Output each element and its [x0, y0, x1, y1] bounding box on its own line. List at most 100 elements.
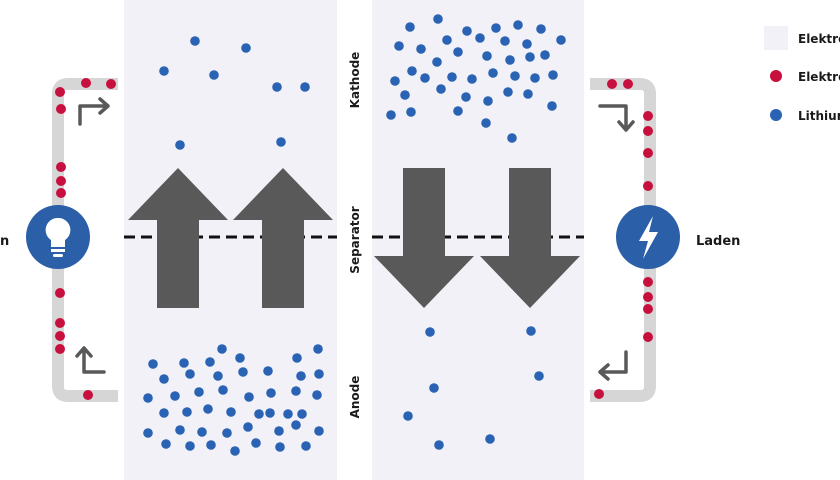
- lithium-ion-dot: [265, 408, 275, 418]
- lithium-ion-dot: [300, 82, 310, 92]
- arrow-up-1: [128, 168, 228, 308]
- lithium-ion-dot: [406, 107, 416, 117]
- lithium-ion-dot: [525, 52, 535, 62]
- lithium-ion-dot: [266, 388, 276, 398]
- lithium-ion-dot: [483, 96, 493, 106]
- legend-label-electrolyte: Elektro: [798, 32, 840, 46]
- lithium-ion-dot: [461, 92, 471, 102]
- current-direction-arrows: [75, 97, 635, 381]
- lithium-ion-dot: [206, 440, 216, 450]
- lithium-ion-dot: [175, 140, 185, 150]
- lithium-ion-dot: [447, 72, 457, 82]
- electron-dot: [643, 148, 653, 158]
- lithium-ions: [143, 14, 566, 456]
- arrow-up-2: [233, 168, 333, 308]
- lithium-ion-dot: [505, 55, 515, 65]
- arrow-down-3: [374, 168, 474, 308]
- lithium-ion-dot: [420, 73, 430, 83]
- lithium-ion-dot: [522, 39, 532, 49]
- lithium-ion-dot: [400, 90, 410, 100]
- anode-label: Anode: [348, 376, 362, 419]
- lithium-ion-dot: [526, 326, 536, 336]
- lithium-ion-dot: [243, 422, 253, 432]
- legend-swatch-electron: [770, 70, 782, 82]
- electron-dot: [643, 181, 653, 191]
- lithium-ion-dot: [548, 70, 558, 80]
- lithium-ion-dot: [254, 409, 264, 419]
- lithium-ion-dot: [301, 441, 311, 451]
- lithium-ion-dot: [161, 439, 171, 449]
- electron-dot: [643, 277, 653, 287]
- electron-dot: [55, 344, 65, 354]
- lithium-ion-dot: [291, 420, 301, 430]
- lithium-ion-dot: [159, 374, 169, 384]
- lithium-ion-dot: [534, 371, 544, 381]
- legend-swatch-electrolyte: [764, 26, 788, 50]
- lithium-ion-dot: [272, 82, 282, 92]
- lithium-ion-dot: [143, 428, 153, 438]
- lithium-ion-dot: [513, 20, 523, 30]
- lithium-ion-dot: [434, 440, 444, 450]
- electron-dot: [56, 104, 66, 114]
- lithium-ion-dot: [194, 387, 204, 397]
- lithium-ion-dot: [314, 426, 324, 436]
- legend-label-lithium: Lithium: [798, 109, 840, 123]
- lithium-ion-dot: [182, 407, 192, 417]
- lithium-ion-dot: [403, 411, 413, 421]
- lithium-ion-dot: [179, 358, 189, 368]
- lithium-ion-dot: [510, 71, 520, 81]
- lithium-ion-dot: [462, 26, 472, 36]
- lithium-ion-dot: [241, 43, 251, 53]
- ion-flow-arrows: [128, 168, 580, 308]
- lithium-ion-dot: [213, 371, 223, 381]
- lithium-ion-dot: [416, 44, 426, 54]
- electron-dot: [594, 389, 604, 399]
- lithium-ion-dot: [292, 353, 302, 363]
- lithium-ion-dot: [263, 366, 273, 376]
- arrow-down-4: [480, 168, 580, 308]
- electron-dot: [56, 162, 66, 172]
- lithium-ion-dot: [291, 386, 301, 396]
- lithium-ion-dot: [556, 35, 566, 45]
- electron-dot: [607, 79, 617, 89]
- lithium-ion-dot: [276, 137, 286, 147]
- lithium-ion-dot: [244, 392, 254, 402]
- lithium-ion-dot: [433, 14, 443, 24]
- electron-dot: [106, 79, 116, 89]
- side-label-left: n: [0, 234, 9, 249]
- direction-arrow-right-top: [598, 104, 635, 132]
- lithium-ion-dot: [453, 106, 463, 116]
- lithium-ion-dot: [536, 24, 546, 34]
- lithium-ion-dot: [251, 438, 261, 448]
- lithium-ion-dot: [407, 66, 417, 76]
- electron-dot: [55, 331, 65, 341]
- lithium-ion-dot: [442, 35, 452, 45]
- direction-arrow-right-bottom: [598, 350, 628, 381]
- lithium-ion-dot: [275, 442, 285, 452]
- lithium-ion-dot: [485, 434, 495, 444]
- electron-dot: [55, 288, 65, 298]
- lithium-ion-dot: [530, 73, 540, 83]
- lithium-ion-dot: [481, 118, 491, 128]
- separator-label: Separator: [348, 206, 362, 273]
- lithium-ion-dot: [217, 344, 227, 354]
- direction-arrow-left-top: [78, 97, 110, 126]
- lithium-ion-dot: [297, 409, 307, 419]
- lithium-ion-dot: [390, 76, 400, 86]
- lithium-ion-dot: [313, 344, 323, 354]
- electron-dot: [55, 318, 65, 328]
- lithium-ion-dot: [159, 408, 169, 418]
- lithium-ion-dot: [429, 383, 439, 393]
- lightning-bolt-icon: [616, 205, 680, 269]
- lithium-ion-dot: [425, 327, 435, 337]
- legend: Elektro Elektro Lithium: [764, 26, 840, 123]
- lithium-ion-dot: [197, 427, 207, 437]
- lithium-ion-dot: [500, 36, 510, 46]
- lithium-ion-dot: [190, 36, 200, 46]
- lithium-ion-dot: [175, 425, 185, 435]
- direction-arrow-left-bottom: [75, 346, 106, 374]
- lithium-ion-dot: [547, 101, 557, 111]
- lithium-ion-dot: [432, 57, 442, 67]
- lithium-ion-dot: [296, 371, 306, 381]
